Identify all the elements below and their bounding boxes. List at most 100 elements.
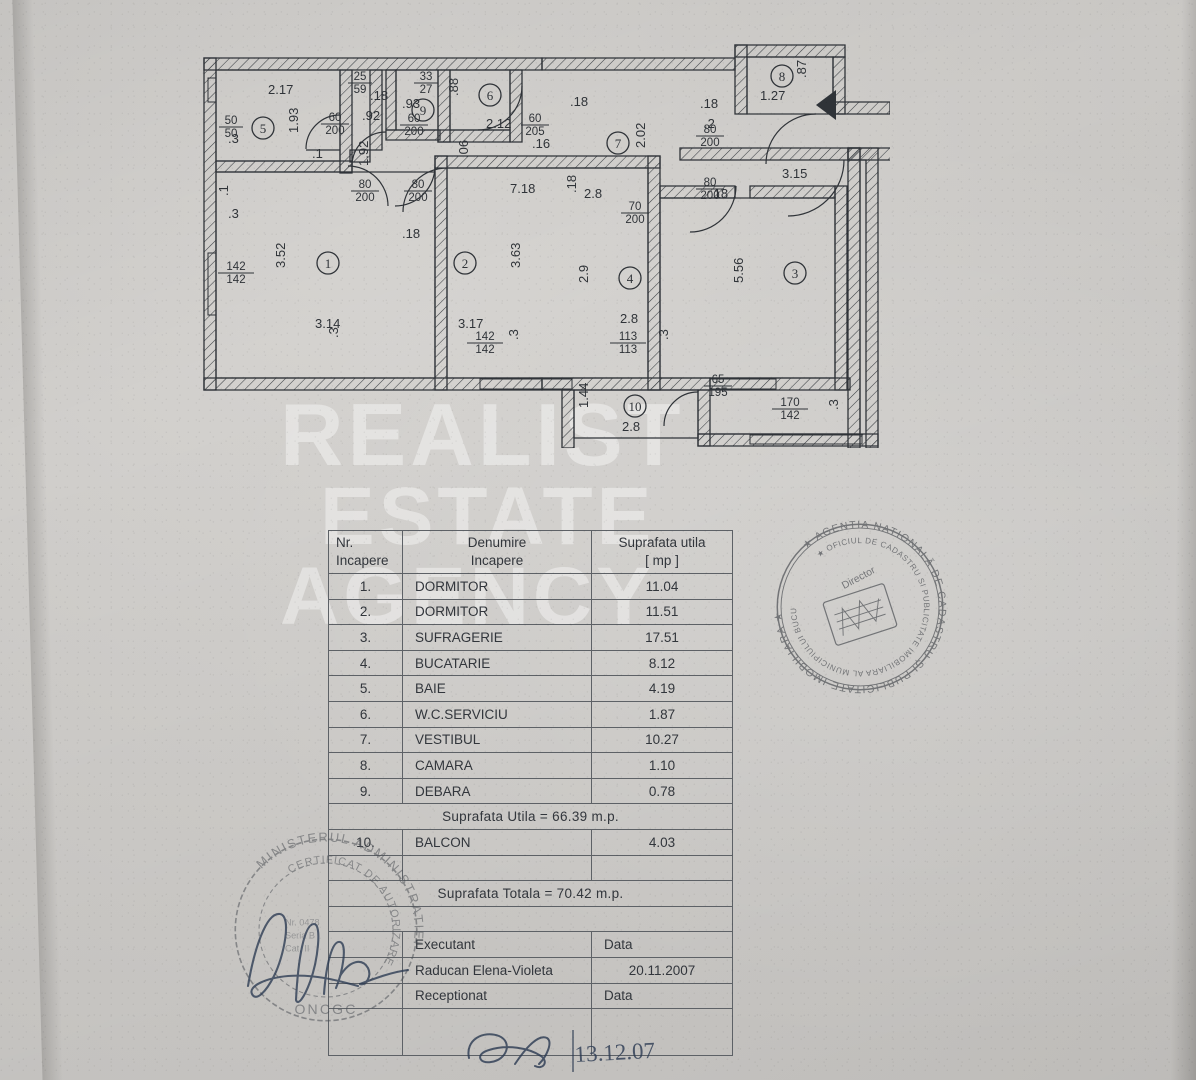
balcony-area: 4.03 (591, 828, 733, 856)
receptionat-signature-row (328, 1008, 733, 1057)
svg-text:.2: .2 (850, 38, 861, 41)
svg-text:205: 205 (525, 126, 544, 138)
room-schedule-table: Nr. Incapere Denumire Incapere Suprafata… (328, 530, 733, 1057)
balcony-name: BALCON (402, 828, 592, 856)
svg-text:3.63: 3.63 (508, 243, 523, 268)
row-name: DORMITOR (402, 573, 592, 600)
svg-text:.93: .93 (402, 96, 420, 111)
svg-text:1.44: 1.44 (576, 383, 591, 408)
svg-text:.3: .3 (656, 329, 671, 340)
svg-text:60: 60 (408, 113, 421, 125)
receptionat-label: Receptionat (402, 982, 592, 1010)
svg-text:.92: .92 (362, 108, 380, 123)
svg-text:60: 60 (329, 112, 342, 124)
receptionat-header-row: Receptionat Data (328, 982, 733, 1010)
svg-text:2.12: 2.12 (486, 116, 511, 131)
svg-text:.3: .3 (506, 329, 521, 340)
header-name: Denumire Incapere (402, 530, 592, 574)
blank-cell (328, 854, 403, 882)
executant-date-label: Data (591, 931, 733, 958)
room-number-markers: 1 2 3 4 5 6 7 8 9 10 (251, 64, 807, 418)
svg-text:70: 70 (629, 201, 642, 213)
row-nr: 6. (328, 700, 403, 728)
svg-text:2.17: 2.17 (268, 82, 293, 97)
row-nr: 7. (328, 726, 403, 754)
svg-text:60: 60 (529, 113, 542, 125)
svg-text:80: 80 (704, 177, 717, 189)
row-area: 17.51 (591, 624, 733, 651)
header-area-line2: [ mp ] (645, 553, 679, 568)
table-header-row: Nr. Incapere Denumire Incapere Suprafata… (328, 530, 733, 574)
svg-text:65: 65 (712, 374, 725, 386)
blank-row (328, 854, 733, 882)
svg-text:10: 10 (629, 399, 642, 414)
svg-text:2.8: 2.8 (584, 186, 602, 201)
row-name: DORMITOR (402, 598, 592, 626)
executant-label: Executant (402, 931, 592, 958)
floor-plan-drawing: 1 2 3 4 5 6 7 8 9 10 2.17 1. (203, 38, 890, 448)
svg-text:.87: .87 (794, 60, 809, 78)
svg-text:8: 8 (779, 69, 786, 84)
row-name: BUCATARIE (402, 649, 592, 677)
svg-text:3: 3 (792, 266, 799, 281)
svg-text:.18: .18 (564, 175, 579, 193)
blank-cell (591, 854, 733, 882)
svg-text:80: 80 (359, 179, 372, 191)
svg-text:3.15: 3.15 (782, 166, 807, 181)
svg-text:9: 9 (420, 103, 427, 118)
svg-text:200: 200 (404, 126, 423, 138)
blank-cell (328, 956, 403, 984)
svg-text:5.56: 5.56 (731, 258, 746, 283)
svg-text:27: 27 (420, 84, 433, 96)
svg-text:33: 33 (420, 71, 433, 83)
executant-value-row: Raducan Elena-Violeta 20.11.2007 (328, 956, 733, 984)
svg-text:.18: .18 (402, 226, 420, 241)
svg-text:25: 25 (354, 71, 367, 83)
subtotal-utila: Suprafata Utila = 66.39 m.p. (328, 803, 733, 830)
row-nr: 3. (328, 624, 403, 651)
svg-text:3.52: 3.52 (273, 243, 288, 268)
row-area: 1.87 (591, 700, 733, 728)
svg-text:3.14: 3.14 (315, 316, 340, 331)
header-nr: Nr. Incapere (328, 530, 403, 574)
svg-text:.18: .18 (570, 94, 588, 109)
svg-text:1.27: 1.27 (760, 88, 785, 103)
row-area: 0.78 (591, 777, 733, 805)
svg-text:1: 1 (325, 256, 332, 271)
svg-text:.18: .18 (370, 88, 388, 103)
blank-cell (328, 1008, 403, 1057)
svg-text:7.18: 7.18 (510, 181, 535, 196)
svg-text:.1: .1 (216, 185, 231, 196)
row-area: 1.10 (591, 752, 733, 779)
svg-text:1.92: 1.92 (356, 141, 371, 166)
row-nr: 8. (328, 752, 403, 779)
svg-text:170: 170 (780, 397, 799, 409)
svg-text:.88: .88 (446, 78, 461, 96)
svg-text:7: 7 (615, 136, 622, 151)
svg-text:3.17: 3.17 (458, 316, 483, 331)
svg-text:200: 200 (700, 137, 719, 149)
executant-date: 20.11.2007 (591, 956, 733, 984)
svg-text:2.8: 2.8 (620, 311, 638, 326)
receptionat-date-cell (591, 1008, 733, 1057)
row-area: 11.04 (591, 573, 733, 600)
blank-cell (328, 905, 733, 933)
row-nr: 2. (328, 598, 403, 626)
blank-row (328, 905, 733, 933)
executant-name: Raducan Elena-Violeta (402, 956, 592, 984)
receptionat-date-label: Data (591, 982, 733, 1010)
svg-text:4: 4 (627, 271, 634, 286)
svg-text:.3: .3 (228, 206, 239, 221)
svg-text:142: 142 (226, 274, 245, 286)
row-nr: 5. (328, 675, 403, 702)
total-suprafata: Suprafata Totala = 70.42 m.p. (328, 880, 733, 907)
svg-text:200: 200 (700, 190, 719, 202)
row-name: BAIE (402, 675, 592, 702)
row-area: 4.19 (591, 675, 733, 702)
header-name-line1: Denumire (467, 534, 527, 550)
svg-text:50: 50 (225, 128, 238, 140)
